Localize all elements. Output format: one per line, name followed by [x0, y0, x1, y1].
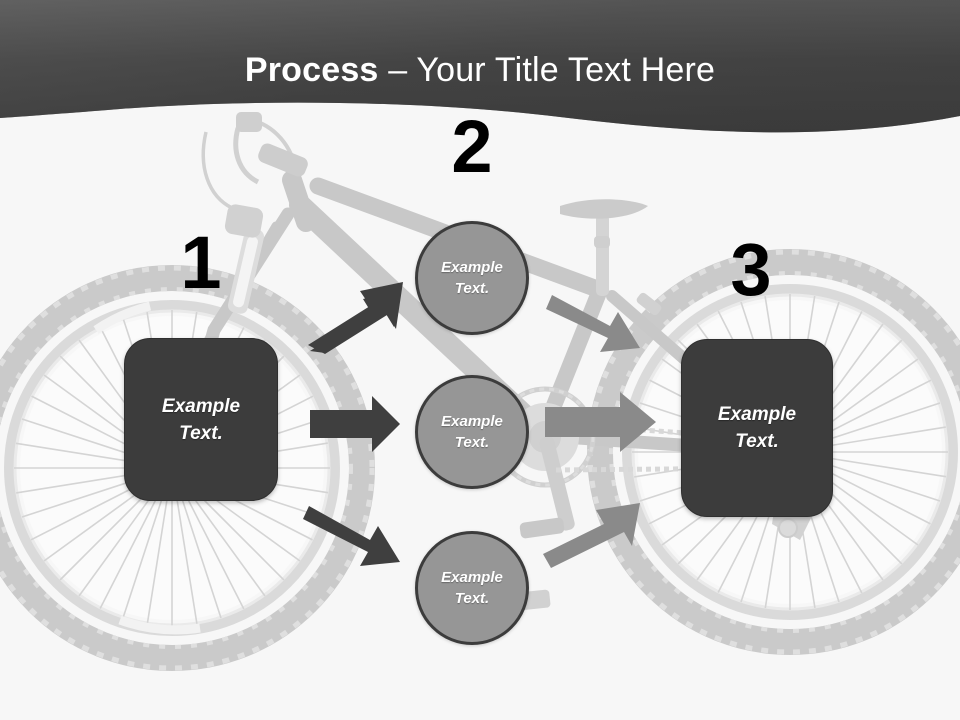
step-number-1: 1	[180, 221, 222, 304]
arrow-circle2-to-box3	[545, 392, 656, 452]
step-3-box-label: Example Text.	[718, 401, 796, 455]
arrow-box1-to-circle1	[308, 282, 403, 354]
step-number-2: 2	[451, 105, 493, 188]
arrow-box1-to-circle3	[303, 506, 400, 566]
step-2-circle-2-label: Example Text.	[441, 411, 503, 453]
step-2-circle-1-line2: Text.	[454, 280, 490, 297]
step-1-label-line2: Text.	[179, 422, 223, 444]
step-2-circle-2-line1: Example	[441, 413, 503, 430]
handlebar-and-cables	[201, 112, 308, 210]
page-title: Process – Your Title Text Here	[0, 50, 960, 90]
arrow-circle3-to-box3	[543, 503, 640, 568]
step-number-3: 3	[730, 228, 772, 311]
step-2-circle-3-line1: Example	[441, 569, 503, 586]
arrow-circle1-to-box3	[546, 295, 640, 352]
step-2-circle-1-line1: Example	[441, 259, 503, 276]
step-3-label-line1: Example	[717, 404, 797, 425]
step-1-box-label: Example Text.	[162, 393, 240, 447]
page-title-bold: Process	[244, 51, 379, 89]
saddle	[560, 199, 648, 296]
step-2-circle-3-line2: Text.	[454, 590, 490, 607]
step-3-label-line2: Text.	[735, 431, 779, 452]
step-2-circle-2[interactable]: Example Text.	[415, 375, 529, 489]
rear-brake	[594, 236, 662, 316]
page-title-rest: – Your Title Text Here	[378, 51, 716, 89]
header-banner	[0, 0, 960, 133]
step-1-box[interactable]: Example Text.	[124, 338, 278, 501]
step-2-circle-3[interactable]: Example Text.	[415, 531, 529, 645]
step-2-circle-2-line2: Text.	[454, 434, 490, 451]
step-2-circle-1[interactable]: Example Text.	[415, 221, 529, 335]
arrow-box1-to-circle2	[310, 396, 400, 452]
step-1-label-line1: Example	[161, 395, 241, 417]
step-2-circle-3-label: Example Text.	[441, 567, 503, 609]
step-3-box[interactable]: Example Text.	[681, 339, 833, 517]
step-2-circle-1-label: Example Text.	[441, 257, 503, 299]
suspension-fork	[224, 204, 265, 314]
